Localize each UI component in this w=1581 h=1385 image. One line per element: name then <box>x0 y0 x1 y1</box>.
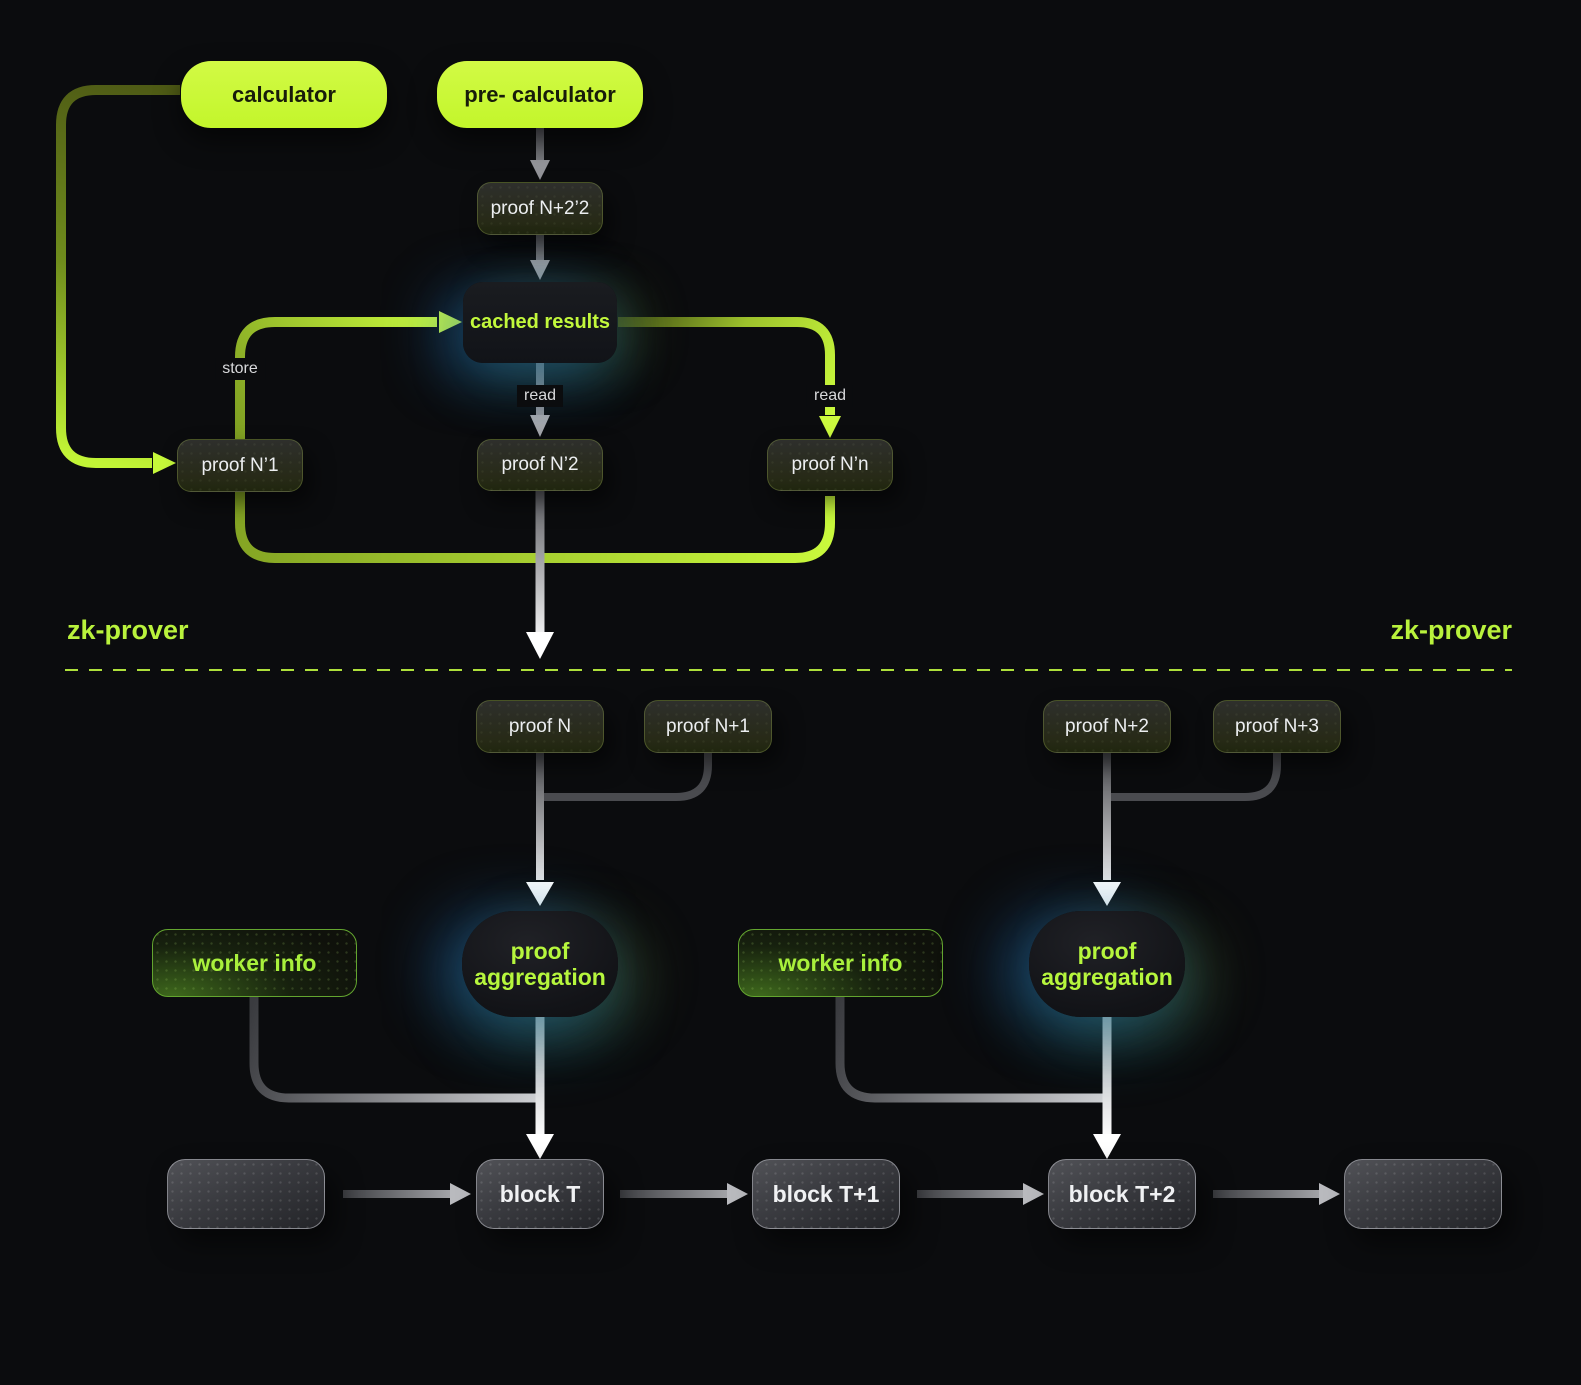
worker-info-right-node: worker info <box>738 929 943 997</box>
zk-prover-label-left: zk-prover <box>67 615 189 645</box>
proof-n22-node: proof N+2’2 <box>477 182 603 235</box>
edge-read-right <box>618 317 835 415</box>
proof-n-plus-1-node: proof N+1 <box>644 700 772 753</box>
zk-prover-label-right: zk-prover <box>1390 615 1512 645</box>
proof-n-node: proof N <box>476 700 604 753</box>
arrowhead-into-proof-n22 <box>530 160 550 180</box>
pre-calculator-label: pre- calculator <box>464 81 616 107</box>
proof-n1-label: proof N’1 <box>201 454 279 476</box>
block-empty-right-node <box>1344 1159 1502 1229</box>
arrowhead-into-block-t <box>526 1134 554 1159</box>
pre-calculator-node: pre- calculator <box>437 61 643 128</box>
proof-nn-label: proof N’n <box>791 454 869 475</box>
proof-n-plus-3-label: proof N+3 <box>1235 715 1319 737</box>
arrowhead-at-zk-divider <box>526 632 554 659</box>
edge-proof-n-plus-1-branch <box>542 753 712 801</box>
store-edge-label: store <box>215 358 265 380</box>
edge-worker-right-join <box>835 997 1103 1103</box>
proof-aggregation-right-label: proof aggregation <box>1041 937 1173 990</box>
read-center-edge-label: read <box>516 385 564 407</box>
proof-n1-node: proof N’1 <box>177 439 303 492</box>
proof-n22-label: proof N+2’2 <box>490 197 590 219</box>
arrowhead-into-cached-results <box>439 311 462 333</box>
edge-calculator-to-proof-n1 <box>56 85 180 468</box>
proof-n-plus-3-node: proof N+3 <box>1213 700 1341 753</box>
arrowhead-into-aggregation-left <box>526 882 554 906</box>
proof-nn-node: proof N’n <box>767 439 893 491</box>
arrowhead-into-cached-top <box>530 260 550 280</box>
proof-n2-label: proof N’2 <box>501 454 579 475</box>
block-t-label: block T <box>499 1180 581 1207</box>
block-t-node: block T <box>476 1159 604 1229</box>
arrowhead-chain-3 <box>1023 1183 1044 1205</box>
calculator-node: calculator <box>181 61 387 128</box>
edge-worker-left-join <box>249 997 536 1103</box>
calculator-label: calculator <box>232 81 336 107</box>
arrowhead-chain-2 <box>727 1183 748 1205</box>
proof-n-plus-1-label: proof N+1 <box>666 715 750 737</box>
read-right-edge-label: read <box>806 385 854 407</box>
edge-proof-n-plus-3-branch <box>1109 753 1281 801</box>
arrowhead-into-proof-nn <box>819 416 841 438</box>
arrowhead-into-proof-n2 <box>530 415 550 437</box>
worker-info-right-label: worker info <box>778 949 903 976</box>
arrowhead-into-block-t2 <box>1093 1134 1121 1159</box>
cached-results-node: cached results <box>463 282 617 363</box>
edge-store <box>235 317 437 440</box>
arrowhead-chain-1 <box>450 1183 471 1205</box>
block-t-plus-2-node: block T+2 <box>1048 1159 1196 1229</box>
proof-aggregation-left-label: proof aggregation <box>474 937 606 990</box>
proof-n2-node: proof N’2 <box>477 439 603 491</box>
arrowhead-into-proof-n1 <box>153 452 176 474</box>
proof-n-label: proof N <box>508 715 572 737</box>
proof-aggregation-right-node: proof aggregation <box>1029 911 1185 1017</box>
proof-aggregation-left-node: proof aggregation <box>462 911 618 1017</box>
proof-n-plus-2-node: proof N+2 <box>1043 700 1171 753</box>
arrowhead-chain-4 <box>1319 1183 1340 1205</box>
block-t-plus-2-label: block T+2 <box>1068 1180 1176 1207</box>
worker-info-left-node: worker info <box>152 929 357 997</box>
block-t-plus-1-label: block T+1 <box>772 1180 880 1207</box>
block-empty-left-node <box>167 1159 325 1229</box>
proof-n-plus-2-label: proof N+2 <box>1065 715 1149 737</box>
cached-results-label: cached results <box>469 311 611 333</box>
block-t-plus-1-node: block T+1 <box>752 1159 900 1229</box>
arrowhead-into-aggregation-right <box>1093 882 1121 906</box>
worker-info-left-label: worker info <box>192 949 317 976</box>
edge-bottom-loop <box>235 492 835 563</box>
